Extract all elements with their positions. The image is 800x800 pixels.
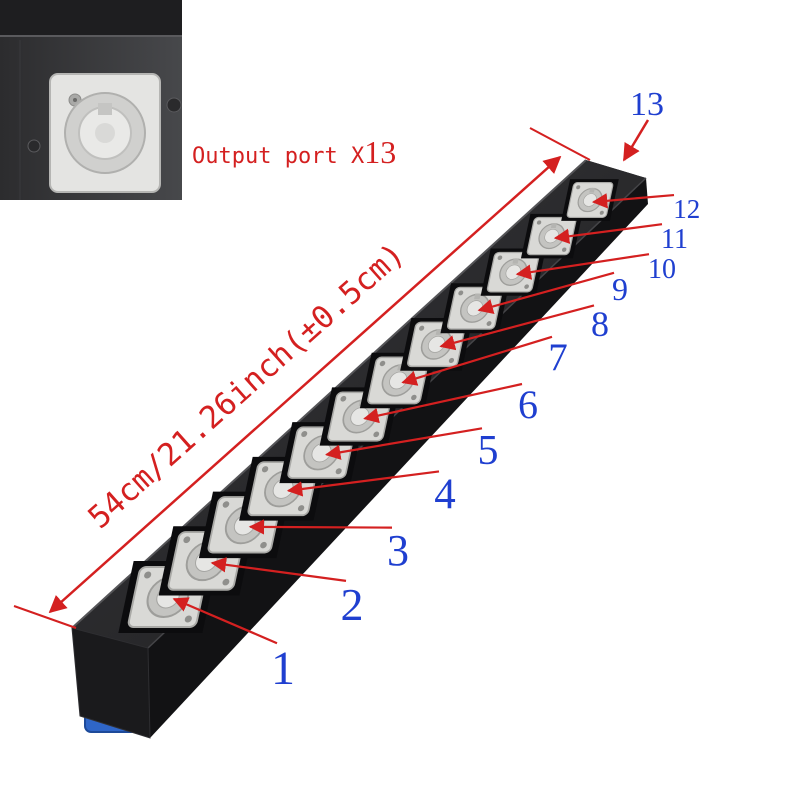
output-sockets [118,179,619,633]
callout-arrow-2 [210,557,347,582]
callout-label-9: 9 [612,271,628,307]
inset-connector [49,73,161,193]
callout-arrow-9 [477,271,615,314]
callout-label-4: 4 [434,471,456,518]
dimension-tick-left [13,605,77,629]
callout-label-3: 3 [387,526,409,575]
callout-arrow-1 [172,597,278,645]
callout-label-2: 2 [341,579,364,630]
callout-arrow-5 [325,427,483,460]
callout-label-5: 5 [478,428,499,474]
inset-caption-prefix: Output port X [192,144,365,169]
callout-arrow-3 [248,519,393,535]
callout-arrow-12 [591,193,675,209]
callout-label-1: 1 [271,642,295,695]
callout-label-12: 12 [673,194,700,224]
inset-caption-count: 13 [364,134,396,170]
dimension-arrow [48,155,562,614]
callout-arrow-7 [401,335,553,386]
callout-label-10: 10 [648,254,676,285]
callout-label-11: 11 [661,224,688,255]
callout-label-13: 13 [630,86,664,123]
svg-text:Output port X13: Output port X13 [192,134,396,170]
callout-arrow-13 [622,119,650,162]
callout-label-6: 6 [518,382,538,427]
callout-arrow-6 [363,382,523,424]
dimension-tick-right [529,127,591,161]
callout-arrow-4 [286,470,440,497]
callout-label-7: 7 [548,336,568,379]
callout-arrow-10 [515,253,650,280]
inset-closeup [0,0,182,200]
callout-13: 13 [622,86,664,162]
callout-arrow-8 [439,304,595,351]
callout-arrow-11 [553,223,663,244]
callout-label-8: 8 [591,304,609,344]
